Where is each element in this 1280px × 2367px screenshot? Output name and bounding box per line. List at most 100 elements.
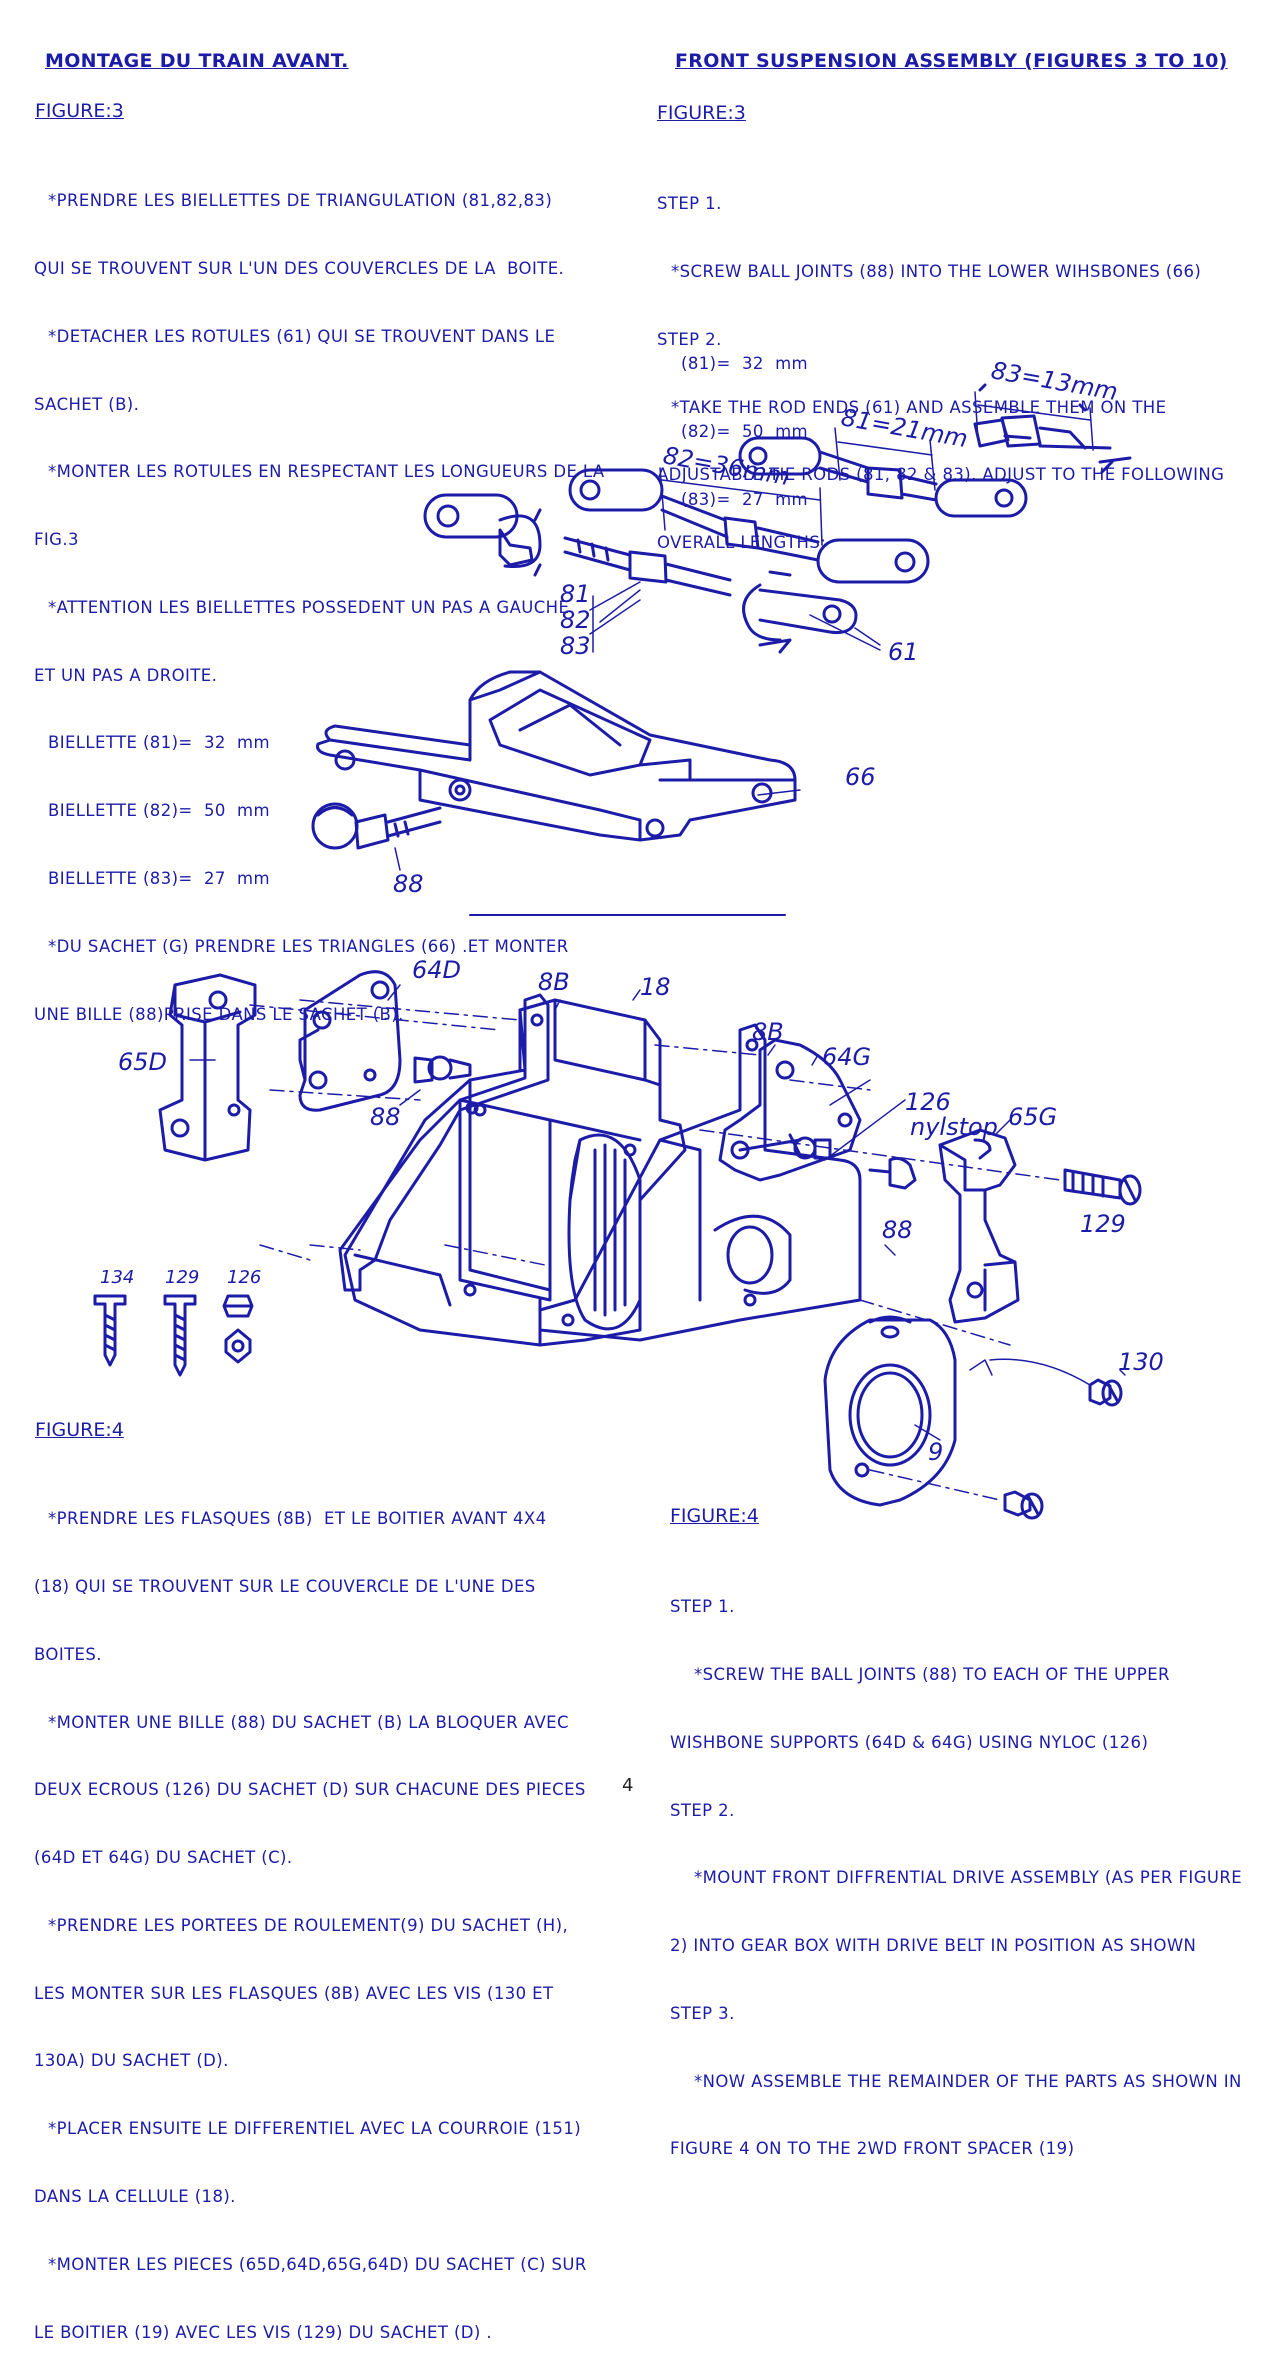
text-line: *MONTER LES ROTULES EN RESPECTANT LES LO… [48, 462, 605, 482]
text-line: STEP 3. [670, 2003, 735, 2023]
side-plate-8b-left [338, 993, 550, 1292]
screw-134-icon [93, 1294, 127, 1367]
part-label-65d: 65D [118, 1048, 167, 1076]
text-line: 130A) DU SACHET (D). [34, 2051, 229, 2071]
label-nylstop: nylstop [910, 1113, 998, 1141]
text-line: *PRENDRE LES FLASQUES (8B) ET LE BOITIER… [48, 1509, 547, 1529]
part-label-129: 129 [1080, 1210, 1126, 1238]
part-label-81: 81 [560, 580, 591, 608]
tie-rod-center [563, 536, 732, 597]
text-line: STEP 1. [657, 194, 722, 214]
text-line: *PLACER ENSUITE LE DIFFERENTIEL AVEC LA … [48, 2119, 582, 2139]
text-line: *PRENDRE LES BIELLETTES DE TRIANGULATION… [48, 191, 553, 211]
en-figure3-lengths: (81)= 32 mm (82)= 50 mm (83)= 27 mm [681, 308, 808, 534]
text-line: (83)= 27 mm [681, 489, 809, 509]
text-line: BIELLETTE (83)= 27 mm [48, 869, 270, 888]
fr-figure4-label: FIGURE:4 [35, 1419, 124, 1441]
text-line: 2) INTO GEAR BOX WITH DRIVE BELT IN POSI… [670, 1936, 1197, 1956]
text-line: QUI SE TROUVENT SUR L'UN DES COUVERCLES … [34, 258, 565, 278]
part-label-61: 61 [888, 638, 919, 666]
text-line: *MONTER LES PIECES (65D,64D,65G,64D) DU … [48, 2254, 587, 2274]
screw-9-lower [1003, 1490, 1044, 1520]
text-line: BIELLETTE (81)= 32 mm [48, 733, 270, 753]
fr-title: MONTAGE DU TRAIN AVANT. [45, 50, 349, 72]
gear-box-18 [343, 998, 687, 1347]
part-label-64g: 64G [822, 1043, 871, 1071]
part-label-8b-left: 8B [538, 968, 570, 996]
part-label-126: 126 [905, 1088, 951, 1116]
text-line: *TAKE THE ROD ENDS (61) AND ASSEMBLE THE… [671, 397, 1167, 417]
page-number: 4 [622, 1775, 634, 1796]
part-label-83: 83 [560, 632, 591, 660]
text-line: *MONTER UNE BILLE (88) DU SACHET (B) LA … [48, 1712, 569, 1732]
part-label-66: 66 [845, 763, 876, 791]
legend-label-129: 129 [165, 1267, 199, 1288]
text-line: FIGURE 4 ON TO THE 2WD FRONT SPACER (19) [670, 2139, 1075, 2159]
legend-label-126: 126 [227, 1267, 261, 1288]
bearing-housing-hole [713, 1214, 792, 1295]
screw-130 [1088, 1378, 1123, 1407]
drive-belt-gear [567, 1133, 642, 1331]
text-line: *SCREW THE BALL JOINTS (88) TO EACH OF T… [694, 1664, 1170, 1684]
part-label-64d: 64D [412, 956, 461, 984]
rod-end-61-left [423, 493, 542, 577]
text-line: LES MONTER SUR LES FLASQUES (8B) AVEC LE… [34, 1983, 554, 2003]
support-64d [298, 970, 402, 1112]
ball-joint-88-fig3 [311, 802, 442, 850]
text-line: BIELLETTE (82)= 50 mm [48, 801, 270, 821]
part-label-65g: 65G [1008, 1103, 1057, 1131]
bearing-carrier-9 [823, 1315, 957, 1507]
support-65g [938, 1128, 1020, 1324]
en-figure3-label: FIGURE:3 [657, 102, 746, 124]
tie-rod-82 [568, 468, 930, 584]
ball-joint-88-left [413, 1055, 472, 1084]
text-line: BOITES. [34, 1644, 102, 1664]
text-line: LE BOITIER (19) AVEC LES VIS (129) DU SA… [34, 2322, 493, 2342]
legend-label-134: 134 [100, 1267, 134, 1288]
part-label-88-fig3: 88 [393, 870, 424, 898]
text-line: *SCREW BALL JOINTS (88) INTO THE LOWER W… [671, 261, 1202, 281]
en-figure4-label: FIGURE:4 [670, 1505, 759, 1527]
support-64g [718, 1038, 862, 1182]
dimension-lines-fig3 [589, 391, 1094, 653]
text-line: (64D ET 64G) DU SACHET (C). [34, 1848, 293, 1868]
part-label-82: 82 [560, 606, 591, 634]
screw-129-mounted [1063, 1168, 1142, 1206]
dim-label-81: 81=21mm [839, 403, 970, 453]
en-title: FRONT SUSPENSION ASSEMBLY (FIGURES 3 TO … [675, 50, 1228, 72]
part-label-130: 130 [1118, 1348, 1164, 1376]
part-label-88-right: 88 [882, 1216, 913, 1244]
part-label-8b-right: 8B [752, 1018, 784, 1046]
axis-lines-fig4 [249, 999, 1061, 1501]
ball-joint-88-right [793, 1136, 917, 1190]
dim-label-83: 83=13mm [989, 356, 1120, 406]
drawing-labels: 83=13mm 81=21mm 82=36mm 81 82 83 61 66 8… [100, 356, 1164, 1466]
lower-wishbone-66 [316, 670, 797, 842]
text-line: DEUX ECROUS (126) DU SACHET (D) SUR CHAC… [34, 1780, 586, 1800]
text-line: *ATTENTION LES BIELLETTES POSSEDENT UN P… [48, 597, 570, 617]
text-line: *PRENDRE LES PORTEES DE ROULEMENT(9) DU … [48, 1915, 569, 1935]
support-65d [158, 973, 257, 1162]
side-plate-8b-right [538, 1023, 862, 1342]
dim-label-82: 82=36mm [661, 441, 792, 491]
screw-129-icon [163, 1294, 197, 1377]
fr-figure3-label: FIGURE:3 [35, 100, 124, 122]
text-line: (82)= 50 mm [681, 421, 809, 441]
text-line: *DETACHER LES ROTULES (61) QUI SE TROUVE… [48, 326, 556, 346]
part-label-18: 18 [640, 973, 671, 1001]
fr-figure3-text: *PRENDRE LES BIELLETTES DE TRIANGULATION… [34, 145, 605, 1049]
text-line: *DU SACHET (G) PRENDRE LES TRIANGLES (66… [48, 936, 569, 956]
text-line: *NOW ASSEMBLE THE REMAINDER OF THE PARTS… [694, 2071, 1242, 2091]
part-label-9: 9 [928, 1438, 943, 1466]
leader-lines-fig4 [189, 614, 1126, 1441]
nut-126-icon [222, 1294, 254, 1364]
rod-end-61-right [742, 570, 858, 654]
text-line: SACHET (B). [34, 394, 140, 414]
text-line: *MOUNT FRONT DIFFRENTIAL DRIVE ASSEMBLY … [694, 1868, 1243, 1888]
text-line: ET UN PAS A DROITE. [34, 665, 218, 685]
text-line: (18) QUI SE TROUVENT SUR LE COUVERCLE DE… [34, 1576, 536, 1596]
tie-rod-81 [738, 436, 1028, 518]
text-line: STEP 2. [657, 329, 722, 349]
text-line: WISHBONE SUPPORTS (64D & 64G) USING NYLO… [670, 1732, 1149, 1752]
assembly-drawing: 83=13mm 81=21mm 82=36mm 81 82 83 61 66 8… [93, 356, 1164, 1520]
